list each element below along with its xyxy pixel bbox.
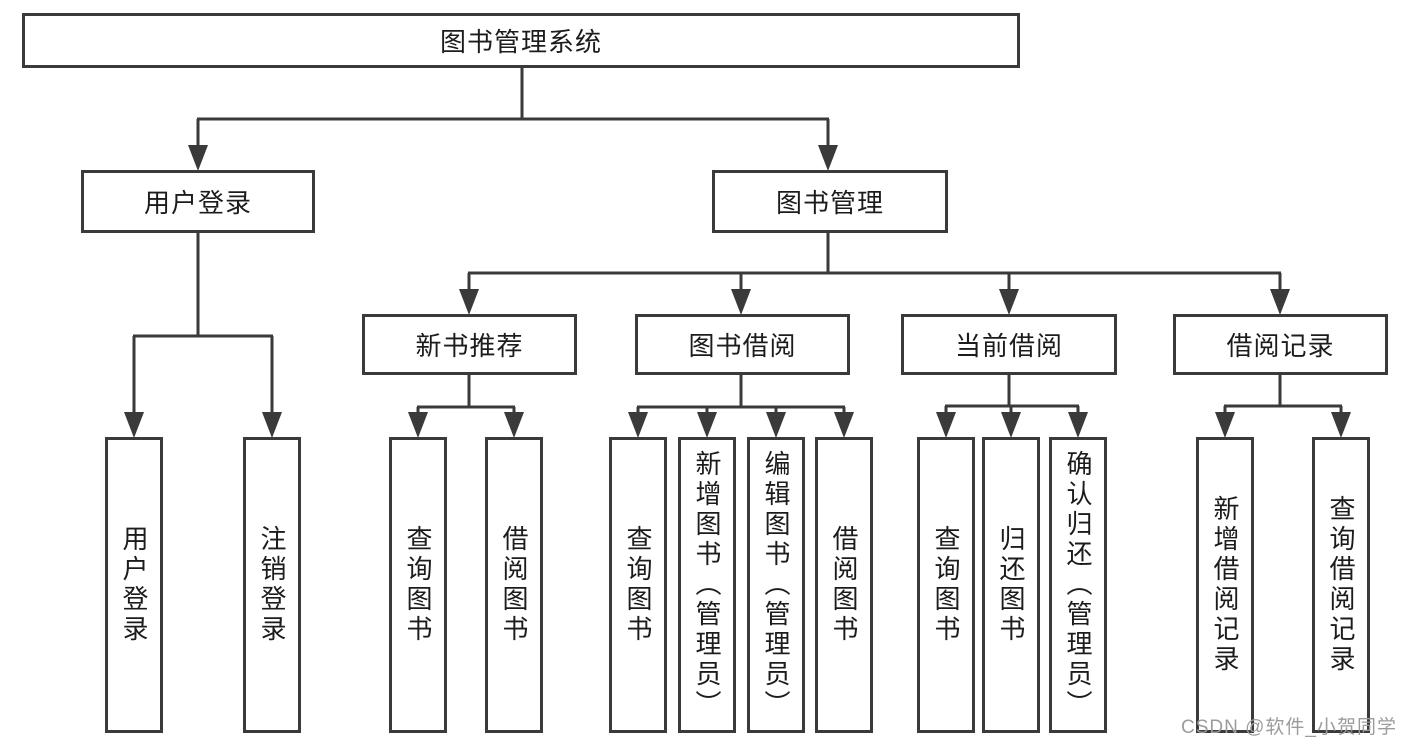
leaf-edit-book-admin: 编辑图书（管理员） — [747, 437, 805, 733]
leaf-confirm-return-admin: 确认归还（管理员） — [1049, 437, 1107, 733]
connector-borrow-record-group — [1223, 375, 1343, 414]
leaf-confirm-return-admin-label: 确认归还（管理员） — [1063, 450, 1093, 720]
leaf-return-book: 归还图书 — [982, 437, 1040, 733]
leaf-add-borrow-record: 新增借阅记录 — [1196, 437, 1254, 733]
node-new-book-recommend-label: 新书推荐 — [415, 331, 524, 361]
leaf-edit-book-admin-label: 编辑图书（管理员） — [761, 450, 791, 720]
connector-root-to-level2 — [196, 68, 830, 147]
leaf-return-book-label: 归还图书 — [996, 525, 1026, 645]
node-borrow-record-label: 借阅记录 — [1226, 331, 1335, 361]
leaf-query-book-borrow: 查询图书 — [609, 437, 667, 733]
leaf-query-book-borrow-label: 查询图书 — [623, 525, 653, 645]
leaf-query-borrow-record: 查询借阅记录 — [1312, 437, 1370, 733]
leaf-borrow-book: 借阅图书 — [815, 437, 873, 733]
node-book-borrow: 图书借阅 — [635, 314, 850, 375]
leaf-query-book-current: 查询图书 — [917, 437, 975, 733]
leaf-user-login-label: 用户登录 — [119, 525, 149, 645]
leaf-user-login: 用户登录 — [105, 437, 163, 733]
node-root-system: 图书管理系统 — [22, 13, 1020, 68]
node-borrow-record: 借阅记录 — [1173, 314, 1388, 375]
leaf-add-borrow-record-label: 新增借阅记录 — [1210, 495, 1240, 675]
node-user-login-label: 用户登录 — [143, 188, 252, 218]
connector-book-management-to-level3 — [467, 233, 1282, 291]
node-user-login: 用户登录 — [81, 170, 315, 233]
node-current-borrow: 当前借阅 — [901, 314, 1117, 375]
node-book-management: 图书管理 — [712, 170, 948, 233]
node-new-book-recommend: 新书推荐 — [362, 314, 577, 375]
connector-user-login-group — [132, 233, 274, 414]
leaf-borrow-book-recommend-label: 借阅图书 — [499, 525, 529, 645]
leaf-query-book-current-label: 查询图书 — [931, 525, 961, 645]
leaf-borrow-book-label: 借阅图书 — [829, 525, 859, 645]
connector-current-borrow-group — [944, 375, 1080, 414]
node-book-borrow-label: 图书借阅 — [688, 331, 797, 361]
leaf-query-book-recommend: 查询图书 — [389, 437, 447, 733]
node-current-borrow-label: 当前借阅 — [954, 331, 1063, 361]
connector-new-book-group — [416, 375, 516, 414]
csdn-watermark: CSDN @软件_小贺同学 — [1181, 717, 1397, 738]
connector-book-borrow-group — [636, 375, 846, 414]
arrowheads — [124, 145, 1351, 438]
leaf-query-book-recommend-label: 查询图书 — [403, 525, 433, 645]
leaf-query-borrow-record-label: 查询借阅记录 — [1326, 495, 1356, 675]
leaf-logout: 注销登录 — [243, 437, 301, 733]
node-book-management-label: 图书管理 — [775, 188, 884, 218]
leaf-add-book-admin: 新增图书（管理员） — [678, 437, 736, 733]
leaf-borrow-book-recommend: 借阅图书 — [485, 437, 543, 733]
leaf-add-book-admin-label: 新增图书（管理员） — [692, 450, 722, 720]
leaf-logout-label: 注销登录 — [257, 525, 287, 645]
node-root-label: 图书管理系统 — [439, 27, 602, 57]
